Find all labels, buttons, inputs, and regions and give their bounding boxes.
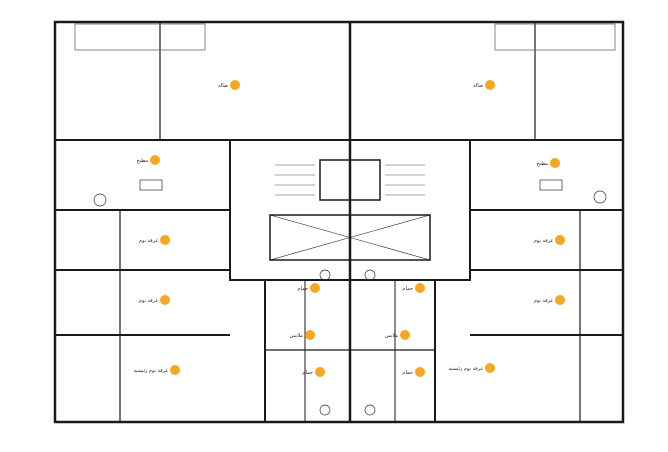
room-name: ملابس [385,333,399,339]
room-label-kitchen-right: مطبخ [536,158,560,168]
room-marker-icon [550,158,560,168]
balcony-left [74,23,206,51]
room-marker-icon [315,367,325,377]
room-marker-icon [160,235,170,245]
room-label-bath-left-1: حمام [297,283,320,293]
room-label-living-right: صالة [473,80,495,90]
room-name: حمام [402,370,413,376]
room-name: صالة [218,83,228,89]
room-marker-icon [305,330,315,340]
toilet-icon [364,404,376,416]
room-name: غرفة نوم [534,238,553,244]
room-name: حمام [297,286,308,292]
outer-wall [53,20,625,424]
room-marker-icon [555,295,565,305]
room-label-bedroom-right-1: غرفة نوم [534,235,565,245]
room-label-dress-left: ملابس [290,330,315,340]
room-name: غرفة نوم رئيسية [133,368,168,374]
room-marker-icon [230,80,240,90]
room-label-bedroom-left-master: غرفة نوم رئيسية [133,365,180,375]
toilet-icon [319,269,331,281]
room-name: مطبخ [136,158,148,164]
room-name: غرفة نوم [139,298,158,304]
room-name: حمام [302,370,313,376]
toilet-icon [319,404,331,416]
stairs-layer [275,164,425,196]
room-label-bedroom-right-2: غرفة نوم [534,295,565,305]
room-name: غرفة نوم [139,238,158,244]
room-marker-icon [415,367,425,377]
room-marker-icon [485,363,495,373]
room-label-bath-right-1: حمام [402,283,425,293]
fixtures-layer [93,179,607,416]
room-marker-icon [160,295,170,305]
room-marker-icon [555,235,565,245]
stove-icon [139,179,163,191]
room-name: حمام [402,286,413,292]
room-marker-icon [310,283,320,293]
room-name: غرفة نوم [534,298,553,304]
balconies-layer [74,23,616,51]
room-label-kitchen-left: مطبخ [136,155,160,165]
room-marker-icon [415,283,425,293]
room-label-bath-left-2: حمام [302,367,325,377]
room-marker-icon [170,365,180,375]
room-label-living-left: صالة [218,80,240,90]
room-name: صالة [473,83,483,89]
balcony-right [494,23,616,51]
toilet-icon [364,269,376,281]
elevator-shaft [319,159,381,201]
lobby-diagonal-2 [269,214,431,261]
room-name: غرفة نوم رئيسية [448,366,483,372]
stair-lobby [269,214,431,261]
room-name: ملابس [290,333,304,339]
room-label-dress-right: ملابس [385,330,410,340]
room-label-bedroom-left-1: غرفة نوم [139,235,170,245]
wash-basin-icon [93,193,107,207]
stove-icon [539,179,563,191]
walls-layer [53,20,625,424]
room-name: مطبخ [536,161,548,167]
room-label-bedroom-right-master: غرفة نوم رئيسية [448,363,495,373]
room-label-bedroom-left-2: غرفة نوم [139,295,170,305]
room-marker-icon [150,155,160,165]
room-marker-icon [485,80,495,90]
room-labels-layer: صالة صالة مطبخ مطبخ غرفة نوم غرفة نوم غرفة نوم… [133,80,565,377]
room-label-bath-right-2: حمام [402,367,425,377]
wash-basin-icon [593,190,607,204]
room-marker-icon [400,330,410,340]
